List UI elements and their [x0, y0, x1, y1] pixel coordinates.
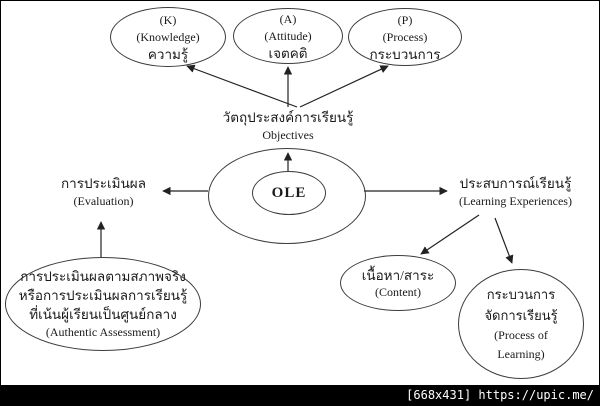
- authentic-assessment-line: ที่เน้นผู้เรียนเป็นศูนย์กลาง: [29, 307, 177, 322]
- ole-node: OLE: [252, 171, 326, 215]
- knowledge-node: (K) (Knowledge) ความรู้: [110, 7, 226, 67]
- authentic-assessment-node: การประเมินผลตามสภาพจริง หรือการประเมินผล…: [5, 257, 201, 351]
- process-node: (P) (Process) กระบวนการ: [348, 8, 462, 66]
- process-of-learning-thai: จัดการเรียนรู้: [484, 308, 558, 323]
- arrow-learning-experiences-to-content: [420, 214, 480, 255]
- evaluation-english: (Evaluation): [73, 194, 134, 208]
- objectives-english: Objectives: [262, 128, 314, 142]
- process-of-learning-thai: กระบวนการ: [486, 287, 556, 302]
- authentic-assessment-english: (Authentic Assessment): [45, 325, 161, 339]
- knowledge-english: (Knowledge): [136, 29, 200, 44]
- watermark-bar: [668x431] https://upic.me/: [1, 385, 599, 405]
- attitude-english: (Attitude): [264, 28, 312, 43]
- evaluation-thai: การประเมินผล: [60, 176, 146, 191]
- process-of-learning-english: (Process of: [494, 328, 548, 342]
- process-of-learning-node: กระบวนการ จัดการเรียนรู้ (Process of Lea…: [458, 269, 584, 379]
- knowledge-code: (K): [159, 12, 177, 27]
- objectives-label: วัตถุประสงค์การเรียนรู้ Objectives: [208, 109, 368, 143]
- ole-outer-ellipse: [208, 148, 366, 244]
- process-english: (Process): [382, 29, 428, 44]
- attitude-thai: เจตคติ: [268, 45, 308, 61]
- process-thai: กระบวนการ: [369, 46, 441, 62]
- authentic-assessment-line: หรือการประเมินผลการเรียนรู้: [18, 288, 188, 303]
- knowledge-thai: ความรู้: [147, 46, 189, 62]
- arrow-objectives-to-process: [299, 65, 389, 108]
- arrow-learning-experiences-to-process-of-learning: [494, 217, 514, 264]
- arrow-objectives-to-knowledge: [186, 64, 298, 108]
- watermark-link[interactable]: [668x431] https://upic.me/: [406, 388, 594, 402]
- objectives-thai: วัตถุประสงค์การเรียนรู้: [222, 110, 354, 125]
- content-node: เนื้อหา/สาระ (Content): [340, 255, 456, 311]
- evaluation-label: การประเมินผล (Evaluation): [46, 175, 161, 209]
- content-english: (Content): [375, 284, 421, 299]
- learning-experiences-label: ประสบการณ์เรียนรู้ (Learning Experiences…: [443, 175, 588, 209]
- attitude-node: (A) (Attitude) เจตคติ: [233, 8, 343, 64]
- authentic-assessment-line: การประเมินผลตามสภาพจริง: [20, 269, 186, 284]
- learning-experiences-thai: ประสบการณ์เรียนรู้: [459, 176, 572, 191]
- attitude-code: (A): [279, 11, 297, 26]
- process-of-learning-english: Learning): [497, 347, 545, 361]
- learning-experiences-english: (Learning Experiences): [459, 194, 572, 208]
- process-code: (P): [397, 12, 413, 27]
- content-thai: เนื้อหา/สาระ: [361, 267, 435, 283]
- ole-label: OLE: [271, 184, 307, 201]
